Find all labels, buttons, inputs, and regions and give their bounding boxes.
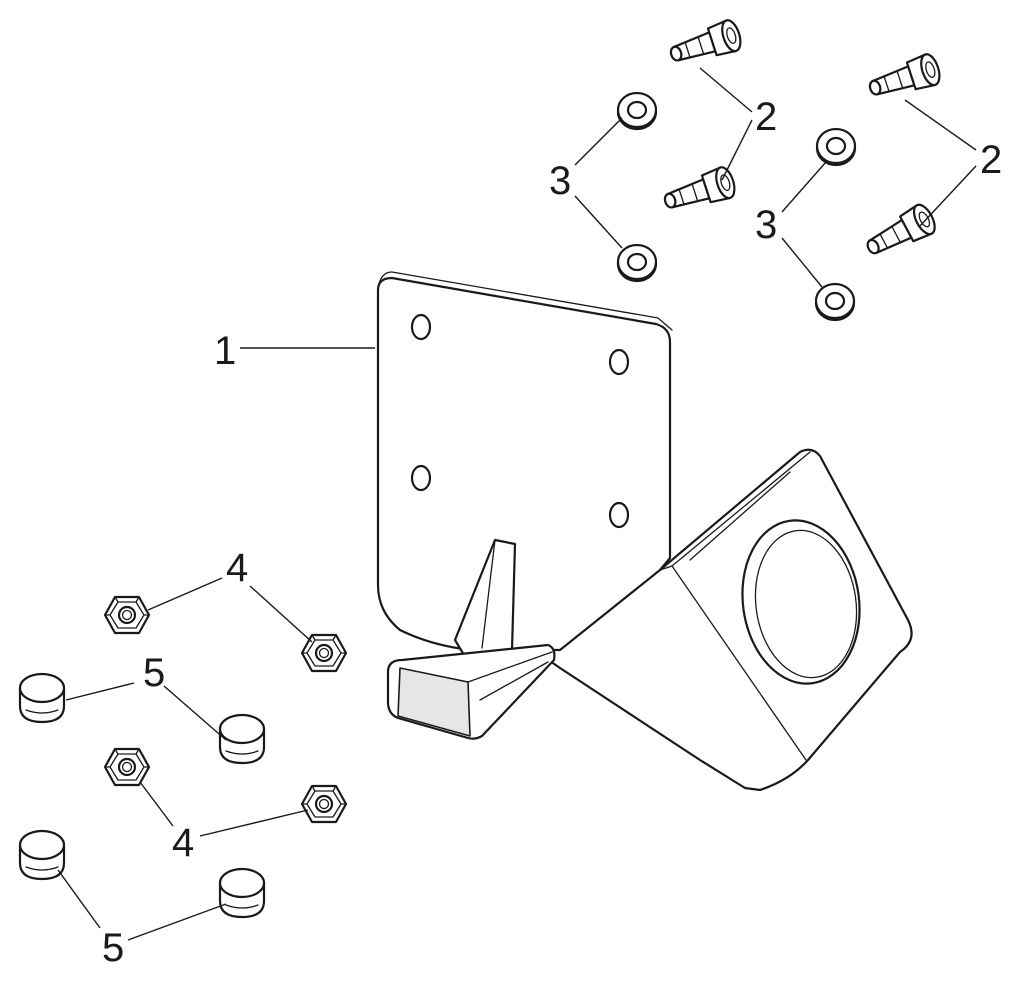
nut-lower-left [103, 747, 151, 787]
washer-upper-left [616, 91, 658, 131]
washer-upper-right [815, 127, 857, 167]
callout-4-upper: 4 [226, 546, 248, 590]
leader-lines [57, 67, 977, 941]
nut-upper-right [300, 633, 348, 673]
callout-5-upper: 5 [143, 651, 165, 695]
screw-upper-right [864, 50, 944, 106]
screw-upper-left [665, 16, 745, 72]
foot-upper-right [218, 713, 266, 765]
bracket-round-hole [741, 519, 861, 685]
screw-lower-right [860, 200, 941, 265]
callout-3-left: 3 [549, 159, 571, 203]
bracket-part [376, 271, 913, 792]
bracket-mounting-holes [410, 313, 630, 529]
callout-2-right: 2 [980, 138, 1002, 182]
callout-1: 1 [214, 329, 236, 373]
bracket-main-plate [376, 276, 672, 652]
washer-lower-right [814, 282, 856, 322]
washer-lower-left [616, 243, 658, 283]
callout-2-left: 2 [755, 95, 777, 139]
foot-lower-right [218, 867, 266, 919]
callout-3-right: 3 [755, 203, 777, 247]
nut-upper-left [103, 595, 151, 635]
foot-lower-left [18, 829, 66, 881]
nut-lower-right [300, 784, 348, 824]
callout-labels: 1 2 2 3 3 4 5 4 5 [102, 95, 1002, 970]
foot-upper-left [18, 672, 66, 724]
callout-5-lower: 5 [102, 926, 124, 970]
callout-4-lower: 4 [172, 821, 194, 865]
